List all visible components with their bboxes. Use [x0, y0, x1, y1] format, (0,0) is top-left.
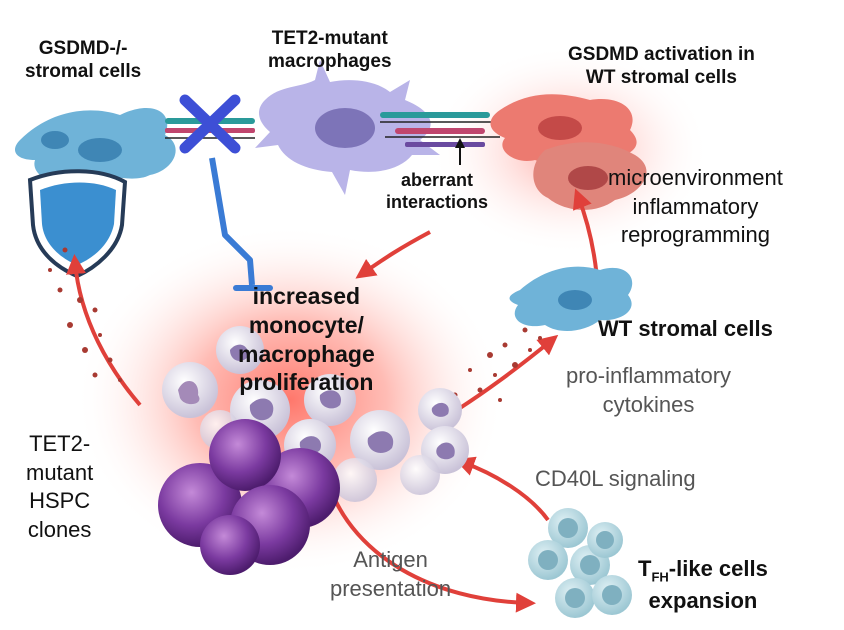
label-hspc-line4: clones	[27, 516, 92, 542]
label-increased-line2: monocyte/	[248, 311, 364, 338]
gsdmd-ko-stromal-cell	[15, 107, 176, 183]
label-gsdmd-ko-line1: GSDMD-/-	[38, 38, 128, 59]
label-tet2-macrophages: TET2-mutant macrophages	[268, 28, 392, 74]
tet2-macrophage	[255, 60, 440, 195]
arrow-antigen	[328, 487, 536, 613]
label-hspc-line3: HSPC	[29, 488, 91, 514]
label-cytokines: pro-inflammatory cytokines	[566, 362, 731, 419]
label-increased-line3: macrophage	[238, 340, 375, 367]
label-micro-line3: reprogramming	[620, 222, 770, 248]
label-cytokines-line2: cytokines	[602, 391, 695, 417]
label-wt-stromal-text: WT stromal cells	[598, 316, 773, 341]
arrow-to-wt-stromal	[458, 334, 559, 410]
label-tfh-t: T	[638, 556, 652, 581]
label-gsdmd-act-line1: GSDMD activation in	[568, 44, 755, 65]
label-tfh-subscript: FH	[651, 569, 669, 585]
x-mark-icon	[179, 94, 241, 154]
shield-icon	[27, 169, 128, 279]
label-aberrant-line2: interactions	[386, 191, 489, 212]
leukocyte-cluster	[162, 326, 469, 502]
label-tet2-line1: TET2-mutant	[271, 28, 388, 49]
receptor-interactions-right	[380, 112, 500, 147]
label-wt-stromal: WT stromal cells	[598, 316, 773, 342]
label-hspc-line2: mutant	[26, 459, 94, 485]
gsdmd-activated-stromal-cells	[490, 94, 647, 210]
hspc-clones	[158, 419, 340, 575]
label-antigen-line2: presentation	[330, 575, 452, 601]
label-antigen-presentation: Antigen presentation	[330, 546, 451, 603]
label-micro-line2: inflammatory	[632, 193, 759, 219]
label-aberrant-line1: aberrant	[401, 170, 474, 190]
arrow-to-proliferation	[355, 230, 431, 279]
label-increased-proliferation: increased monocyte/ macrophage prolifera…	[238, 282, 375, 397]
label-antigen-line1: Antigen	[353, 547, 428, 572]
label-gsdmd-ko-line2: stromal cells	[25, 60, 142, 82]
label-tfh-rest: -like cells	[668, 556, 768, 581]
arrow-cd40l	[454, 456, 550, 522]
label-cd40l-text: CD40L signaling	[535, 466, 696, 491]
label-cytokines-line1: pro-inflammatory	[566, 363, 732, 388]
inhibition-arrow-icon	[209, 157, 273, 291]
label-gsdmd-act-line2: WT stromal cells	[585, 66, 737, 88]
label-hspc-line1: TET2-	[29, 431, 91, 456]
label-cd40l: CD40L signaling	[535, 466, 696, 492]
label-gsdmd-ko: GSDMD-/- stromal cells	[25, 38, 141, 84]
label-aberrant-interactions: aberrant interactions	[386, 170, 488, 213]
label-increased-line1: increased	[252, 283, 361, 309]
label-tet2-line2: macrophages	[268, 50, 392, 72]
label-gsdmd-activation: GSDMD activation in WT stromal cells	[568, 44, 755, 90]
wt-stromal-cell	[509, 266, 633, 332]
label-expansion: expansion	[648, 587, 758, 613]
arrow-to-shield	[66, 254, 142, 407]
label-tfh-expansion: TFH-like cells expansion	[638, 554, 768, 616]
label-microenvironment: microenvironment inflammatory reprogramm…	[608, 164, 783, 250]
tfh-cells	[528, 508, 632, 618]
label-micro-line1: microenvironment	[608, 165, 783, 190]
label-tfh-line1: TFH-like cells	[638, 554, 768, 586]
label-hspc-clones: TET2- mutant HSPC clones	[26, 430, 93, 544]
label-increased-line4: proliferation	[239, 369, 374, 396]
